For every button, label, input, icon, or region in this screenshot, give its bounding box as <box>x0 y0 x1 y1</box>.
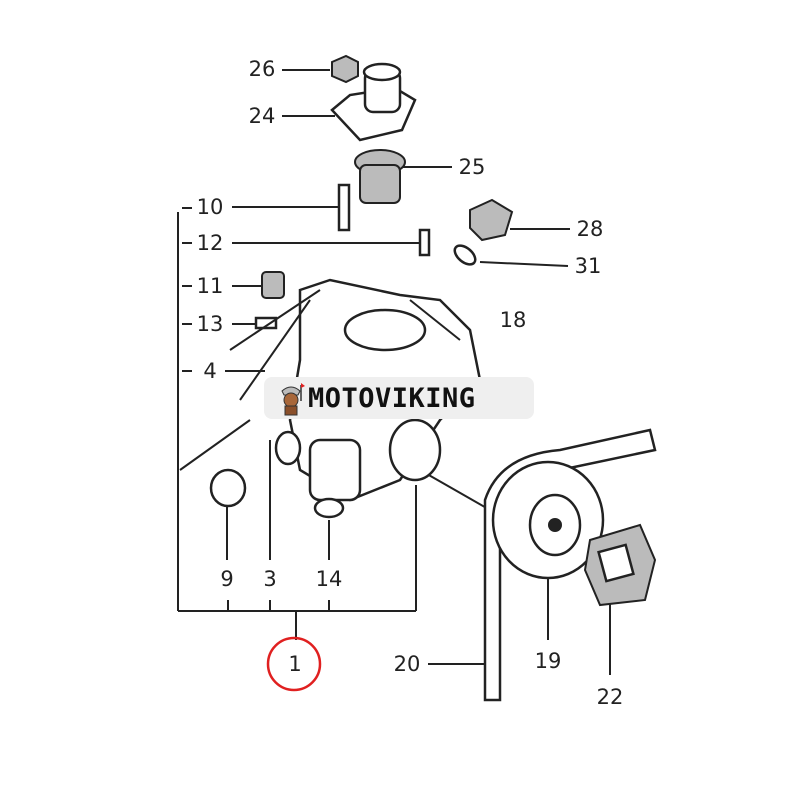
part-plug-28 <box>469 198 514 242</box>
part-plug-11 <box>261 271 285 299</box>
part-oring-3 <box>274 430 302 466</box>
watermark-text: MOTOVIKING <box>308 382 476 414</box>
callout-24: 24 <box>249 104 276 128</box>
watermark-logo: MOTOVIKING <box>264 377 534 419</box>
callout-31: 31 <box>575 254 602 278</box>
callout-28: 28 <box>577 217 604 241</box>
callout-25: 25 <box>459 155 486 179</box>
callout-3: 3 <box>263 567 276 591</box>
callout-12: 12 <box>197 231 224 255</box>
part-washer-31 <box>453 244 477 266</box>
callout-13: 13 <box>197 312 224 336</box>
highlight-circle <box>266 636 322 692</box>
part-oring-14 <box>313 497 345 519</box>
callout-10: 10 <box>197 195 224 219</box>
callout-20: 20 <box>394 652 421 676</box>
viking-mascot-icon <box>281 383 305 416</box>
part-stud-12 <box>418 228 431 257</box>
part-bolt-13 <box>254 316 278 330</box>
callout-18: 18 <box>500 308 527 332</box>
part-thermostat-25 <box>354 149 406 204</box>
callout-22: 22 <box>597 685 624 709</box>
part-stud-10 <box>337 183 351 232</box>
callout-4: 4 <box>203 359 216 383</box>
callout-9: 9 <box>220 567 233 591</box>
part-spacer-22 <box>583 523 657 607</box>
callout-26: 26 <box>249 57 276 81</box>
callout-1: 1 <box>288 652 301 676</box>
callout-19: 19 <box>535 649 562 673</box>
part-pulley-19 <box>491 460 605 580</box>
part-thermostat-cover-24 <box>330 62 417 142</box>
callout-14: 14 <box>316 567 343 591</box>
part-nut-26 <box>331 54 359 84</box>
callout-11: 11 <box>197 274 224 298</box>
part-oring-9 <box>209 468 247 508</box>
